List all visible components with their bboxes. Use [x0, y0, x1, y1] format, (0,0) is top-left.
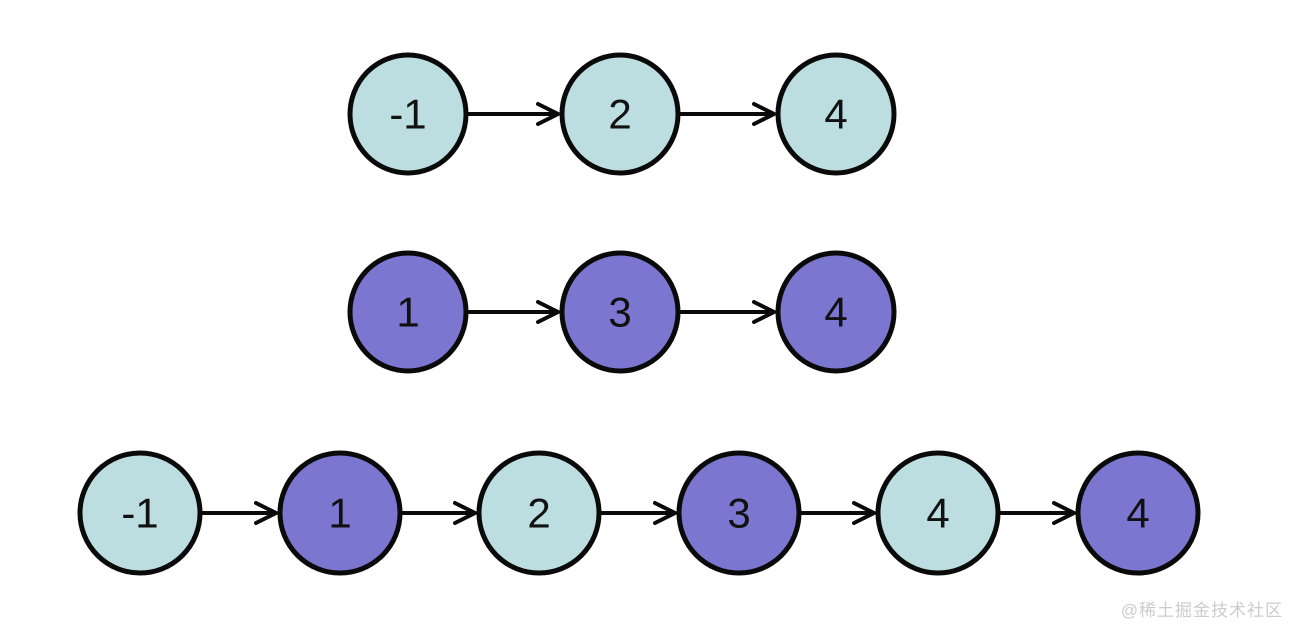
node-value: -1 — [389, 91, 426, 138]
list-node — [1075, 450, 1201, 576]
list-node — [77, 450, 203, 576]
list-node — [775, 250, 897, 374]
linked-list-row-list-a: -1 2 4 — [347, 52, 897, 176]
node-value: -1 — [121, 490, 158, 537]
list-node — [277, 450, 403, 576]
node-value: 3 — [608, 289, 631, 336]
node-value: 1 — [396, 289, 419, 336]
node-value: 1 — [328, 490, 351, 537]
list-node — [476, 450, 602, 576]
watermark-text: @稀土掘金技术社区 — [1120, 601, 1283, 620]
node-value: 4 — [1126, 490, 1149, 537]
linked-list-row-merged-list: -1 1 2 3 4 4 — [77, 450, 1201, 576]
node-value: 3 — [727, 490, 750, 537]
node-value: 4 — [926, 490, 949, 537]
node-value: 4 — [824, 289, 847, 336]
list-node — [875, 450, 1001, 576]
linked-list-row-list-b: 1 3 4 — [347, 250, 897, 374]
list-node — [559, 52, 681, 176]
list-node — [347, 250, 469, 374]
node-value: 2 — [527, 490, 550, 537]
list-node — [775, 52, 897, 176]
list-node — [559, 250, 681, 374]
list-node — [676, 450, 802, 576]
node-value: 4 — [824, 91, 847, 138]
node-value: 2 — [608, 91, 631, 138]
list-node — [347, 52, 469, 176]
